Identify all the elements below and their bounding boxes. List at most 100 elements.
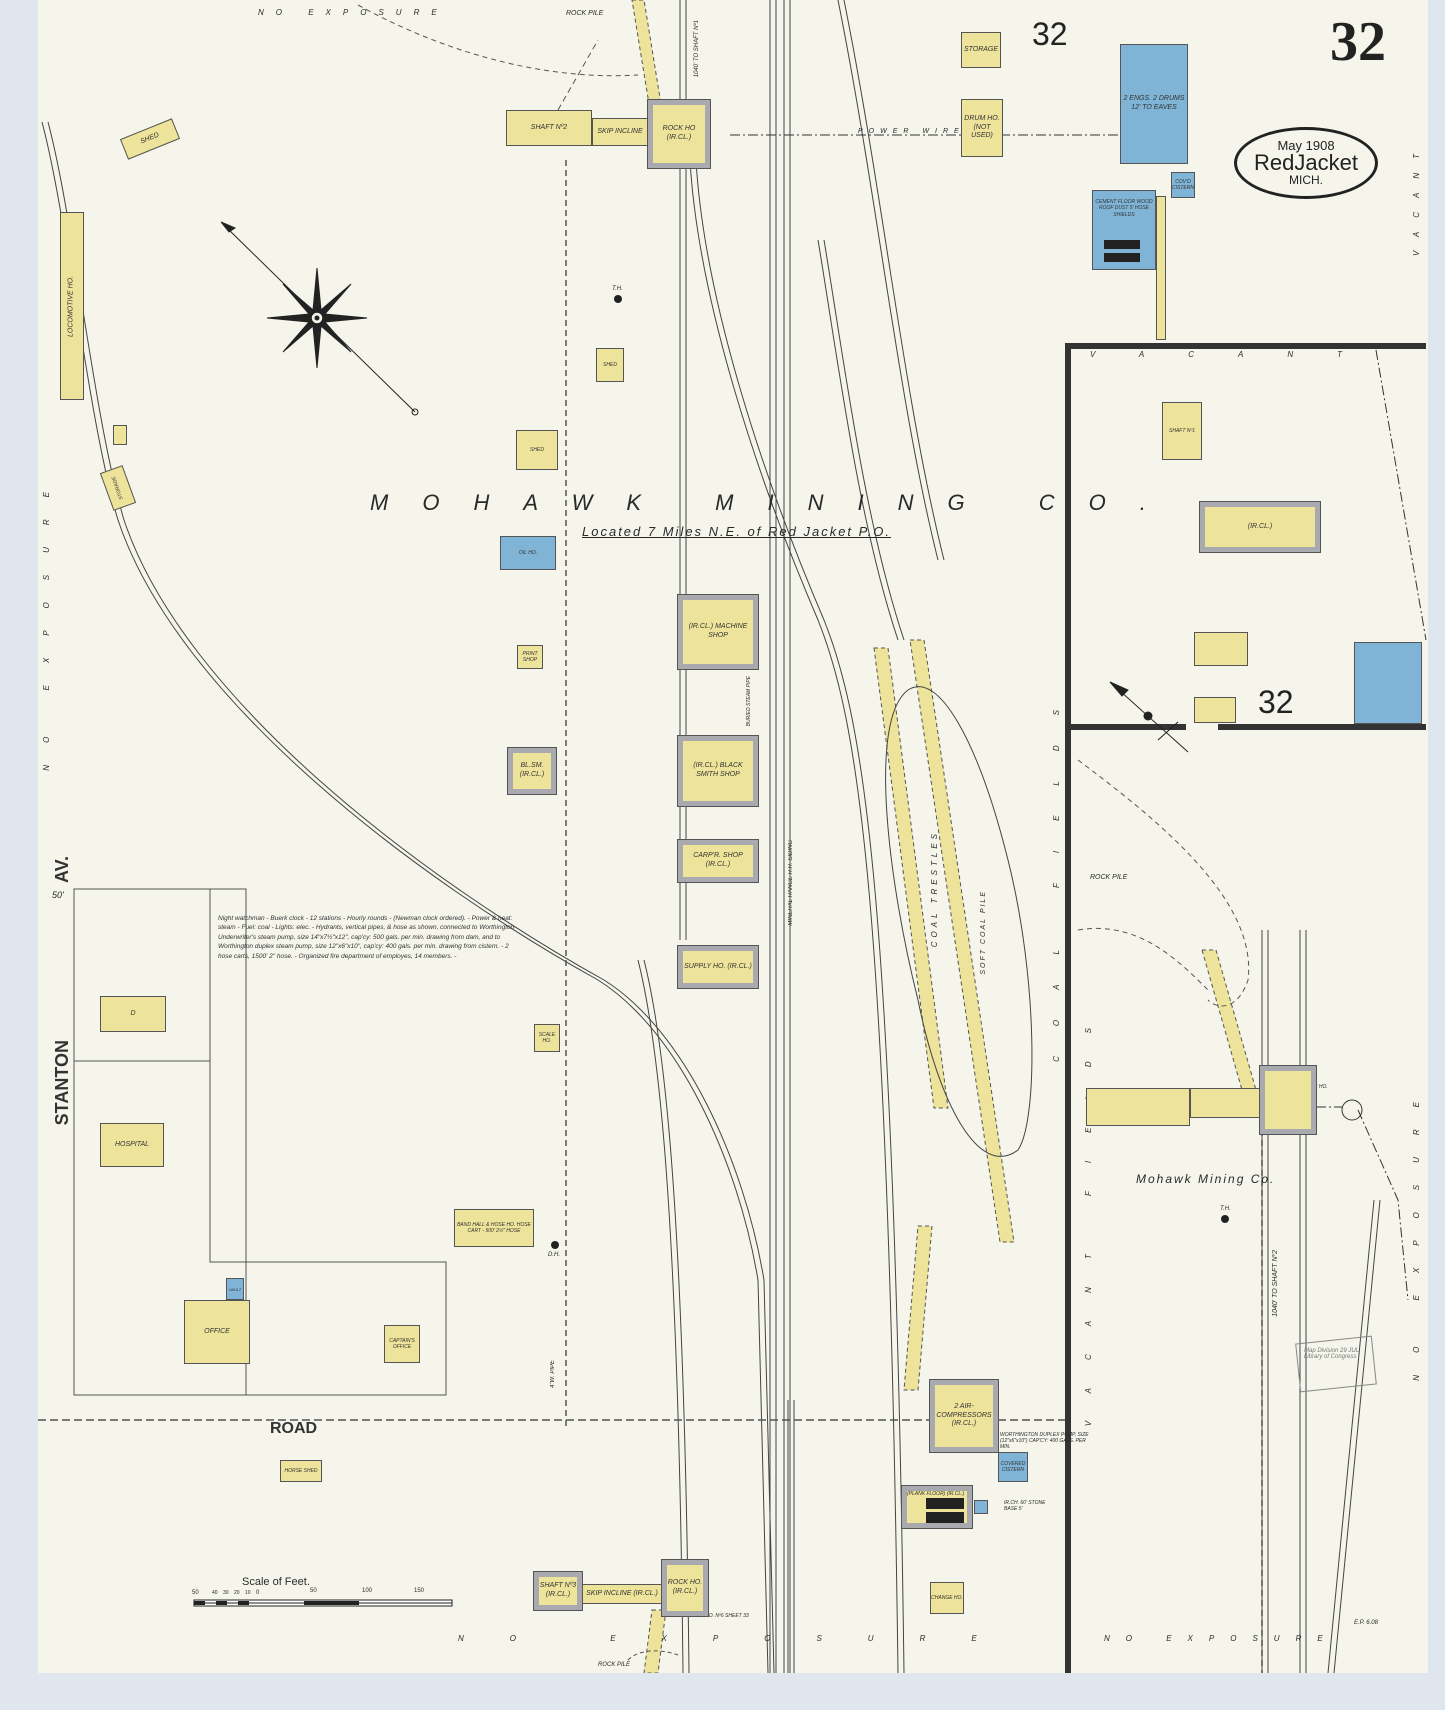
building-shaft-1-incline[interactable]	[1190, 1088, 1266, 1118]
company-label: MOHAWK MINING CO.	[370, 490, 1180, 515]
scale-tick-100: 100	[362, 1588, 373, 1594]
scale-tick-30: 30	[223, 1590, 229, 1596]
building-vault[interactable]: VAULT	[226, 1278, 244, 1300]
building-scale-house[interactable]: SCALE HO.	[534, 1024, 560, 1052]
building-shed-x[interactable]: SHAFT Nº1	[1162, 402, 1202, 460]
edge-label-coal-fields: COAL FIELDS	[1052, 680, 1061, 1062]
dh-label: D.H.	[548, 1252, 560, 1258]
building-shaft-1[interactable]	[1086, 1088, 1190, 1126]
building-office[interactable]: OFFICE	[184, 1300, 250, 1364]
ep-mark: E.P. 6.08	[1354, 1620, 1378, 1626]
building-shaft-2[interactable]: SHAFT Nº2	[506, 110, 592, 146]
building-engine-drum[interactable]: CHANGE HO.	[930, 1582, 964, 1614]
building-engine-drums[interactable]: 2 ENGS. 2 DRUMS 12' TO EAVES	[1120, 44, 1188, 164]
building-hospital[interactable]: HOSPITAL	[100, 1123, 164, 1167]
building-captains-office[interactable]: CAPTAIN'S OFFICE	[384, 1325, 420, 1363]
scale-tick-10: 10	[245, 1590, 251, 1596]
building-storage[interactable]: STORAGE	[961, 32, 1001, 68]
street-stanton: STANTON	[52, 1040, 72, 1126]
scale-tick-50l: 50	[192, 1590, 199, 1596]
edge-label-right-lower: NO EXPOSURE	[1412, 1080, 1421, 1381]
building-blacksmith-shop[interactable]: (IR.CL.) BLACK SMITH SHOP	[677, 735, 759, 807]
to-shaft-1-label: 1040' TO SHAFT Nº1	[694, 20, 700, 78]
building-unlabeled-2[interactable]	[1194, 697, 1236, 723]
building-shed-d[interactable]: SHED	[516, 430, 558, 470]
building-covered-cistern[interactable]: COV'D CISTERN	[1171, 172, 1195, 198]
scale-title: Scale of Feet.	[242, 1576, 310, 1588]
street-width: 50'	[52, 890, 64, 900]
lc-stamp: Map Division 29 JUL Library of Congress	[1304, 1348, 1359, 1360]
scale-tick-40: 40	[212, 1590, 218, 1596]
iron-chimney[interactable]	[974, 1500, 988, 1514]
building-unlabeled-1[interactable]	[1194, 632, 1248, 666]
boiler-3	[926, 1498, 964, 1509]
street-av: AV.	[52, 856, 72, 884]
worthington-pump-label: WORTHINGTON DUPLEX PUMP, SIZE (12"x6"x10…	[1000, 1432, 1089, 1450]
scale-tick-0: 0	[256, 1590, 260, 1596]
edge-label-left: NO EXPOSURE	[42, 470, 51, 771]
building-rock-house-top[interactable]: ROCK HO (IR.CL.)	[647, 99, 711, 169]
th-label-right: T.H.	[1220, 1206, 1231, 1212]
to-eng-ho-label: 500' TO ENG.HO. Nº6 SHEET 33	[674, 1613, 749, 1619]
coal-trestles-label: COAL TRESTLES	[930, 830, 939, 948]
building-locomotive-house[interactable]: LOCOMOTIVE HO.	[60, 212, 84, 400]
boiler-2	[1104, 253, 1140, 262]
sheet-number: 32	[1330, 11, 1386, 73]
soft-coal-pile-label: SOFT COAL PILE	[980, 890, 987, 975]
building-supply-house[interactable]: SUPPLY HO. (IR.CL.)	[677, 945, 759, 989]
location-note: Located 7 Miles N.E. of Red Jacket P.O.	[582, 524, 891, 539]
boiler-1	[1104, 240, 1140, 249]
company-label-small: Mohawk Mining Co.	[1136, 1172, 1276, 1186]
cartouche-date: May 1908	[1277, 138, 1335, 153]
cartouche-state: MICH.	[1289, 173, 1323, 187]
map-linework	[38, 0, 1427, 1673]
cartouche-city: RedJacket	[1254, 150, 1358, 175]
building-air-compressors[interactable]: 2 AIR-COMPRESSORS (IR.CL.)	[929, 1379, 999, 1453]
building-change-house[interactable]: (IR.CL.)	[1199, 501, 1321, 553]
building-shaft-3[interactable]: SHAFT Nº3 (IR.CL.)	[533, 1571, 583, 1611]
building-horse-shed[interactable]: HORSE SHED	[280, 1460, 322, 1482]
building-oil-small[interactable]	[113, 425, 127, 445]
to-shaft-2-label: 1040' TO SHAFT Nº2	[1272, 1250, 1279, 1317]
title-cartouche: May 1908 RedJacket MICH.	[1234, 127, 1378, 199]
building-boiler-house[interactable]: CEMENT FLOOR WOOD ROOF DUST 5' HOSE SHIE…	[1092, 190, 1156, 270]
scale-tick-150: 150	[414, 1588, 425, 1594]
building-shed-mid[interactable]: SHED	[596, 348, 624, 382]
building-skip-incline-top[interactable]: SKIP INCLINE	[592, 118, 648, 146]
sheet-number-small: 32	[1032, 16, 1068, 52]
building-rock-house-right[interactable]	[1259, 1065, 1317, 1135]
boiler-4	[926, 1512, 964, 1523]
rock-pile-top-label: ROCK PILE	[566, 10, 604, 17]
building-dwelling-d[interactable]: D	[100, 996, 166, 1032]
map-sheet: 32 32 32 May 1908 RedJacket MICH. MOHAWK…	[38, 0, 1428, 1673]
edge-label-right-upper: VACANT	[1412, 140, 1421, 257]
building-machine-shop[interactable]: (IR.CL.) MACHINE SHOP	[677, 594, 759, 670]
building-carpenter-shop[interactable]: CARP'R. SHOP (IR.CL.)	[677, 839, 759, 883]
fire-protection-note: Night watchman - Buerk clock - 12 statio…	[218, 915, 517, 960]
street-road: ROAD	[270, 1420, 318, 1437]
building-covered-cistern-bottom[interactable]: COVERED CISTERN	[998, 1452, 1028, 1482]
edge-label-bottom-right: NO EXPOSURE	[1104, 1634, 1339, 1643]
edge-label-top: NO EXPOSURE	[258, 8, 449, 17]
mineral-range-siding-label: MINERAL RANGE R.R. SIDING	[788, 840, 794, 926]
sheet-number-adjacent: 32	[1258, 684, 1294, 720]
building-unlabeled-blue[interactable]	[1354, 642, 1422, 724]
rock-pile-bottom-label: ROCK PILE	[598, 1662, 631, 1668]
building-oil-house[interactable]: OIL HO.	[500, 536, 556, 570]
rock-pile-right-label: ROCK PILE	[1090, 874, 1128, 881]
building-blacksmith-small[interactable]: BL.SM. (IR.CL.)	[507, 747, 557, 795]
edge-label-vacant-fields: VACANT FIELDS	[1084, 1000, 1093, 1427]
edge-label-vacant-top: VACANT	[1090, 350, 1387, 359]
power-wire-label: POWER WIRE	[858, 128, 965, 135]
building-band-hall[interactable]: BAND HALL & HOSE HO. HOSE CART - 500' 2½…	[454, 1209, 534, 1247]
building-skip-incline-bottom[interactable]: SKIP INCLINE (IR.CL.)	[582, 1584, 662, 1604]
building-coal-pocket[interactable]	[1156, 196, 1166, 340]
iron-chimney-label: IR.CH. 60' STONE BASE 5'	[1004, 1500, 1046, 1512]
building-print-shop[interactable]: PRINT SHOP	[517, 645, 543, 669]
scale-tick-50: 50	[310, 1588, 317, 1594]
pipe-label: 4"W. PIPE	[550, 1360, 556, 1388]
building-rock-house-bottom[interactable]: ROCK HO. (IR.CL.)	[661, 1559, 709, 1617]
building-drum-house[interactable]: DRUM HO. (NOT USED)	[961, 99, 1003, 157]
scale-tick-20: 20	[234, 1590, 240, 1596]
edge-label-bottom-left: NO EXPOSURE	[458, 1634, 1023, 1643]
